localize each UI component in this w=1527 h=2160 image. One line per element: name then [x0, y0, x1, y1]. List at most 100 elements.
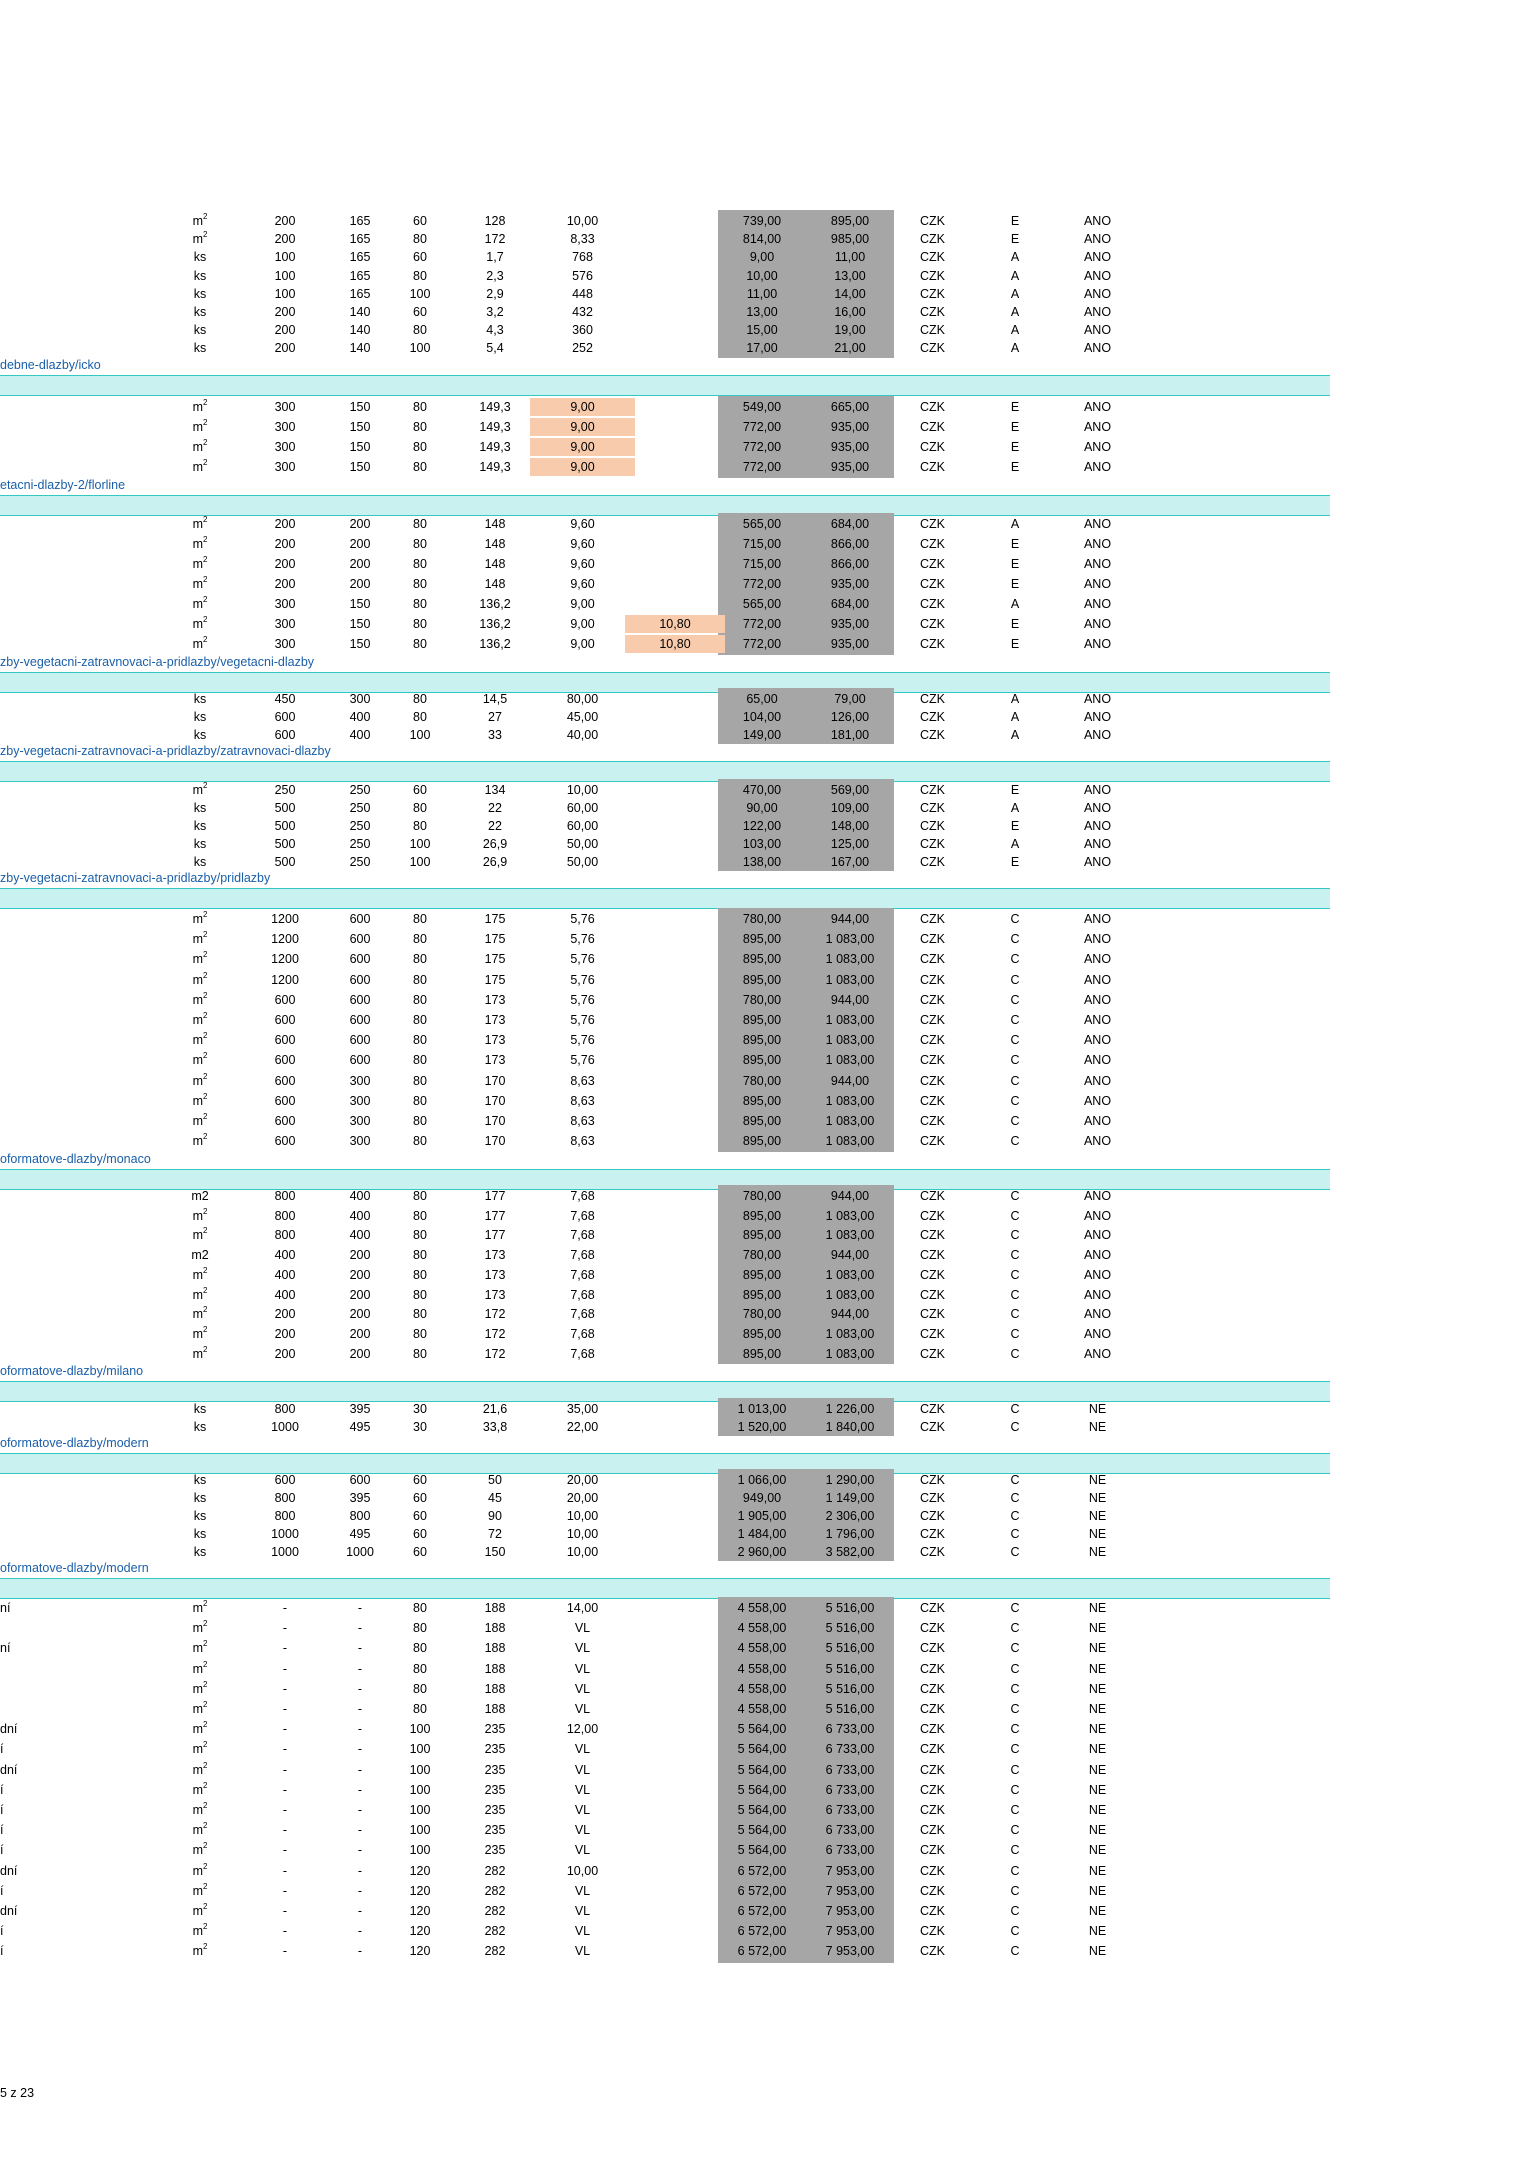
height-cell: 80	[413, 1702, 427, 1716]
category-cell: C	[1010, 1228, 1020, 1243]
product-url-link[interactable]: oformatove-dlazby/monaco	[0, 1152, 151, 1167]
stock-cell: ANO	[1083, 710, 1112, 724]
length-cell: 1000	[271, 1420, 299, 1434]
product-url-link[interactable]: debne-dlazby/icko	[0, 357, 101, 372]
quantity-cell: 22,00	[566, 1420, 599, 1434]
product-url-link[interactable]: zby-vegetacni-zatravnovaci-a-pridlazby/z…	[0, 744, 331, 758]
weight-cell: 148	[484, 557, 506, 571]
product-url-link[interactable]: oformatove-dlazby/modern	[0, 1561, 149, 1575]
width-cell: 200	[349, 577, 371, 591]
category-cell: C	[1010, 1863, 1020, 1878]
category-cell: C	[1010, 992, 1020, 1007]
price-incl-vat-cell: 6 733,00	[825, 1722, 875, 1737]
page-number: 5 z 23	[0, 2086, 35, 2100]
price-incl-vat-cell: 866,00	[830, 557, 870, 571]
height-cell: 60	[413, 1509, 427, 1523]
category-cell: C	[1010, 1326, 1020, 1341]
weight-cell: 173	[484, 1287, 506, 1302]
product-url-link[interactable]: zby-vegetacni-zatravnovaci-a-pridlazby/v…	[0, 655, 315, 669]
unit-cell: m2	[192, 1801, 208, 1818]
unit-cell: m2	[192, 458, 208, 475]
unit-cell: m2	[192, 1700, 208, 1717]
price-excl-vat-cell: 470,00	[742, 783, 782, 797]
product-url-link[interactable]: zby-vegetacni-zatravnovaci-a-pridlazby/p…	[0, 871, 271, 885]
width-cell: 200	[349, 1346, 371, 1361]
price-excl-vat-cell: 103,00	[742, 837, 782, 851]
weight-cell: 177	[484, 1189, 506, 1203]
product-url-link[interactable]: oformatove-dlazby/modern	[0, 1436, 149, 1450]
weight-cell: 235	[484, 1762, 506, 1777]
category-cell: A	[1010, 517, 1020, 531]
category-cell: C	[1010, 1527, 1020, 1541]
category-cell: C	[1010, 1053, 1020, 1068]
length-cell: -	[282, 1944, 288, 1959]
unit-cell: m2	[192, 438, 208, 455]
weight-cell: 170	[484, 1073, 506, 1088]
width-cell: 300	[349, 1093, 371, 1108]
length-cell: 1200	[271, 952, 299, 967]
width-cell: 200	[349, 537, 371, 551]
product-url-link[interactable]: etacni-dlazby-2/florline	[0, 478, 126, 492]
price-incl-vat-cell: 935,00	[830, 460, 870, 474]
unit-cell: ks	[193, 855, 207, 869]
currency-cell: CZK	[920, 323, 945, 338]
quantity-cell: 7,68	[570, 1326, 595, 1341]
weight-cell: 1,7	[486, 250, 504, 265]
height-cell: 100	[409, 837, 431, 851]
width-cell: 200	[349, 1307, 371, 1322]
stock-cell: ANO	[1083, 577, 1112, 591]
currency-cell: CZK	[920, 1762, 945, 1777]
weight-cell: 235	[484, 1843, 506, 1858]
stock-cell: NE	[1088, 1762, 1107, 1777]
width-cell: 165	[349, 268, 371, 283]
currency-cell: CZK	[920, 1346, 945, 1361]
currency-cell: CZK	[920, 1420, 945, 1434]
unit-cell: m2	[192, 1841, 208, 1858]
category-cell: C	[1010, 1601, 1020, 1615]
length-cell: -	[282, 1601, 288, 1615]
price-excl-vat-cell: 4 558,00	[737, 1702, 787, 1716]
weight-cell: 188	[484, 1661, 506, 1676]
section-separator-band	[0, 761, 1330, 782]
height-cell: 120	[409, 1904, 431, 1918]
price-incl-vat-cell: 5 516,00	[825, 1621, 875, 1636]
price-excl-vat-cell: 4 558,00	[737, 1681, 787, 1696]
unit-cell: m2	[192, 1881, 208, 1898]
weight-cell: 14,5	[482, 692, 508, 706]
weight-cell: 149,3	[479, 440, 511, 454]
price-incl-vat-cell: 944,00	[830, 1073, 870, 1088]
stock-cell: ANO	[1083, 323, 1112, 338]
length-cell: 300	[274, 617, 296, 631]
price-excl-vat-cell: 895,00	[742, 1134, 782, 1149]
quantity-cell: 9,00	[570, 617, 595, 631]
category-cell: A	[1010, 323, 1020, 338]
currency-cell: CZK	[920, 637, 945, 651]
stock-cell: ANO	[1083, 617, 1112, 631]
stock-cell: ANO	[1083, 250, 1112, 265]
length-cell: 100	[274, 286, 296, 301]
product-url-link[interactable]: oformatove-dlazby/milano	[0, 1364, 144, 1379]
currency-cell: CZK	[920, 1093, 945, 1108]
section-separator-band	[0, 888, 1330, 909]
unit-cell: m2	[192, 990, 208, 1007]
unit-cell: m2	[192, 1031, 208, 1048]
width-cell: -	[357, 1762, 363, 1777]
height-cell: 80	[413, 801, 427, 815]
price-excl-vat-cell: 895,00	[742, 1013, 782, 1027]
price-column-shading	[718, 513, 894, 655]
currency-cell: CZK	[920, 557, 945, 571]
price-incl-vat-cell: 1 083,00	[825, 932, 875, 947]
stock-cell: NE	[1088, 1944, 1107, 1959]
price-excl-vat-cell: 780,00	[742, 1248, 782, 1263]
